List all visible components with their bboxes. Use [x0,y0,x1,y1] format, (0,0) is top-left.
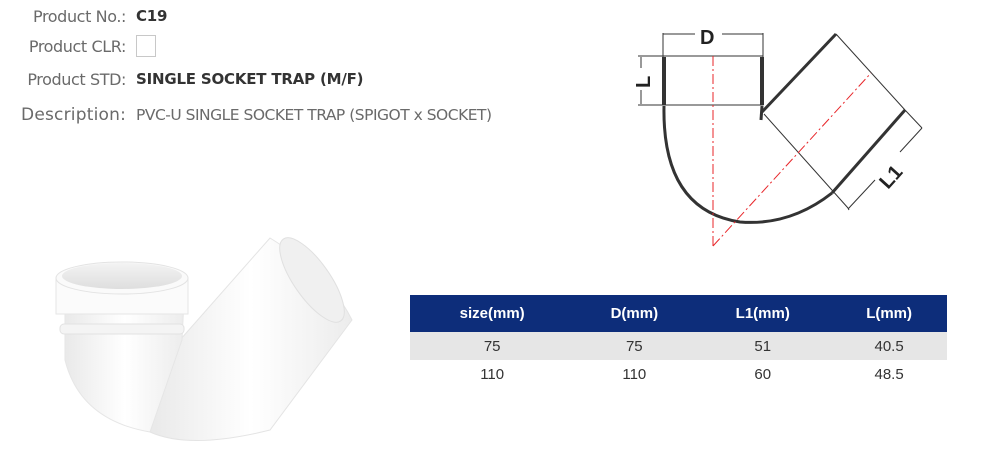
dim-l1-label: L1 [875,161,907,193]
cell-size: 110 [410,360,575,388]
dim-d-label: D [700,27,714,49]
dim-l-label: L [633,76,655,88]
product-number-value: C19 [136,7,168,25]
cell-l1: 51 [694,332,832,360]
col-header-l: L(mm) [831,295,947,332]
product-color-row: Product CLR: [0,35,156,57]
cell-l1: 60 [694,360,832,388]
col-header-d: D(mm) [574,295,695,332]
description-label: Description: [21,105,126,125]
technical-drawing: D L L1 [633,27,923,247]
product-number-row: Product No.: C19 [0,5,167,27]
product-std-row: Product STD: SINGLE SOCKET TRAP (M/F) [0,68,363,90]
product-std-value: SINGLE SOCKET TRAP (M/F) [136,70,364,88]
cell-size: 75 [410,332,575,360]
cell-d: 75 [574,332,695,360]
description-row: Description: PVC-U SINGLE SOCKET TRAP (S… [0,103,492,127]
table-header-row: size(mm) D(mm) L1(mm) L(mm) [410,295,947,332]
color-swatch [136,35,156,57]
product-color-label: Product CLR: [28,36,127,56]
product-number-label: Product No.: [33,6,126,26]
product-std-label: Product STD: [27,69,126,89]
col-header-l1: L1(mm) [694,295,832,332]
col-header-size: size(mm) [410,295,575,332]
table-row: 110 110 60 48.5 [410,360,947,388]
cell-l: 40.5 [831,332,947,360]
dimensions-table: size(mm) D(mm) L1(mm) L(mm) 75 75 51 40.… [410,295,947,388]
cell-d: 110 [574,360,695,388]
product-photo [55,237,353,441]
table-row: 75 75 51 40.5 [410,332,947,360]
description-value: PVC-U SINGLE SOCKET TRAP (SPIGOT x SOCKE… [136,106,492,124]
cell-l: 48.5 [831,360,947,388]
